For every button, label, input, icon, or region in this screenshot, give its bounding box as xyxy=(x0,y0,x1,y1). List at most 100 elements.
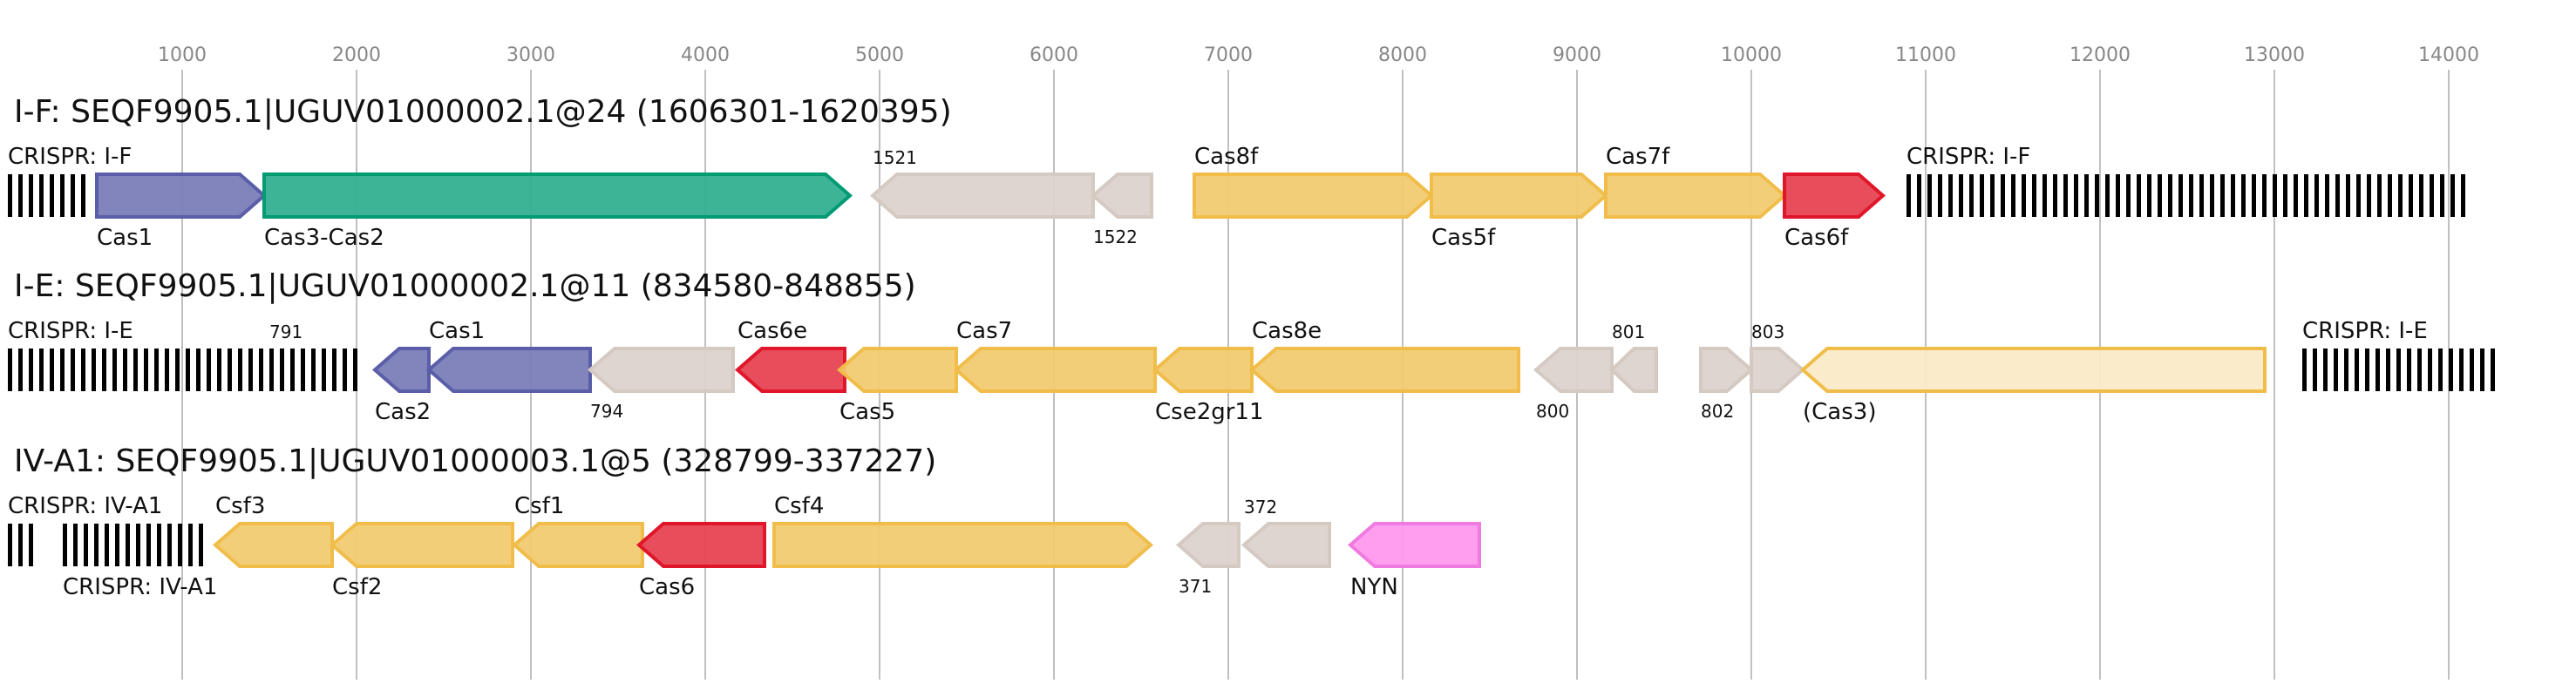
gene-label: Csf3 xyxy=(215,493,265,519)
crispr-repeat xyxy=(94,524,99,566)
crispr-label: CRISPR: I-F xyxy=(8,144,132,170)
crispr-repeat xyxy=(2105,174,2110,217)
crispr-repeat xyxy=(188,524,193,566)
crispr-label: CRISPR: I-E xyxy=(2302,318,2428,344)
crispr-repeat xyxy=(2314,174,2319,217)
crispr-repeat xyxy=(2356,174,2361,217)
crispr-repeat xyxy=(2210,174,2214,217)
axis-tick-label: 10000 xyxy=(1721,44,1782,66)
gene-arrow xyxy=(1090,173,1153,219)
crispr-repeat xyxy=(71,348,75,391)
gene-label: NYN xyxy=(1350,574,1398,600)
crispr-repeat xyxy=(157,524,161,566)
crispr-repeat xyxy=(175,348,180,391)
crispr-label: CRISPR: IV-A1 xyxy=(63,574,217,600)
axis-tick-label: 6000 xyxy=(1030,44,1078,66)
gene-label: 801 xyxy=(1612,321,1645,342)
gene: 371 xyxy=(1175,522,1240,597)
gene-arrow xyxy=(587,347,735,393)
crispr-repeat xyxy=(259,348,263,391)
crispr-repeat xyxy=(301,348,305,391)
gene-arrow xyxy=(329,522,514,568)
gene: 803 xyxy=(1750,321,1806,393)
crispr-repeat xyxy=(81,174,85,217)
crispr-repeat xyxy=(2294,174,2298,217)
gene-label: Csf2 xyxy=(332,574,382,600)
gene-label: Cas3-Cas2 xyxy=(264,225,384,251)
crispr-repeat xyxy=(8,524,12,566)
crispr-repeat xyxy=(2241,174,2246,217)
crispr-repeat xyxy=(2365,348,2369,391)
gene-arrow xyxy=(371,347,431,393)
crispr-array: CRISPR: I-E xyxy=(2302,318,2495,391)
crispr-repeat xyxy=(29,348,33,391)
crispr-repeat xyxy=(2252,174,2256,217)
gene-arrow xyxy=(1533,347,1614,393)
crispr-repeat xyxy=(81,348,85,391)
crispr-repeat xyxy=(332,348,336,391)
gene: Cas7 xyxy=(953,318,1157,393)
crispr-array: CRISPR: IV-A1 xyxy=(63,524,217,600)
crispr-repeat xyxy=(2137,174,2141,217)
axis-tick-label: 14000 xyxy=(2418,44,2479,66)
gene-arrow xyxy=(511,522,644,568)
crispr-repeat xyxy=(2189,174,2193,217)
axis-tick-label: 4000 xyxy=(681,44,730,66)
gene-label: 794 xyxy=(590,401,623,422)
crispr-repeat xyxy=(50,174,54,217)
gene-arrow xyxy=(772,522,1154,568)
locus-row: I-E: SEQF9905.1|UGUV01000002.1@11 (83458… xyxy=(8,268,2495,425)
crispr-repeat xyxy=(2063,174,2068,217)
gene-label: Csf4 xyxy=(774,493,824,519)
crispr-repeat xyxy=(1980,174,1984,217)
crispr-repeat xyxy=(8,348,12,391)
gene: Cse2gr11 xyxy=(1152,347,1264,425)
crispr-repeat xyxy=(2367,174,2371,217)
crispr-repeat xyxy=(248,348,253,391)
crispr-repeat xyxy=(102,348,106,391)
crispr-repeat xyxy=(2168,174,2172,217)
crispr-repeat xyxy=(2074,174,2078,217)
gene: 372 xyxy=(1240,497,1331,568)
crispr-repeat xyxy=(2344,348,2348,391)
crispr-repeat xyxy=(2262,174,2267,217)
crispr-repeat xyxy=(50,348,54,391)
gene: Cas6 xyxy=(636,522,766,600)
gene: 1521 xyxy=(869,147,1095,219)
gene-label: Cse2gr11 xyxy=(1155,399,1264,425)
crispr-repeat xyxy=(60,348,65,391)
gene-label: 372 xyxy=(1244,497,1277,518)
gene-arrow xyxy=(1699,347,1755,393)
gene: 801 xyxy=(1609,321,1658,393)
gene-label: Cas1 xyxy=(429,318,485,344)
crispr-repeat xyxy=(154,348,159,391)
gene-label: Cas1 xyxy=(97,225,153,251)
crispr-repeat xyxy=(18,174,23,217)
crispr-repeat xyxy=(2001,174,2005,217)
crispr-repeat xyxy=(2355,348,2359,391)
axis-tick-label: 11000 xyxy=(1895,44,1956,66)
gene-label: 371 xyxy=(1179,576,1212,597)
crispr-repeat xyxy=(2116,174,2120,217)
crispr-repeat xyxy=(343,348,347,391)
gene: Cas8f xyxy=(1193,144,1435,219)
crispr-repeat xyxy=(2409,174,2413,217)
crispr-repeat xyxy=(2440,174,2444,217)
crispr-repeat xyxy=(2313,348,2317,391)
crispr-array: CRISPR: I-F xyxy=(8,144,132,217)
gene-arrow xyxy=(425,347,592,393)
gene-label: 1521 xyxy=(873,147,917,168)
crispr-repeat xyxy=(2053,174,2057,217)
crispr-repeat xyxy=(269,348,274,391)
crispr-repeat xyxy=(2158,174,2162,217)
crispr-repeat xyxy=(2022,174,2026,217)
gene-arrow xyxy=(1193,173,1435,219)
gene-arrow xyxy=(1604,173,1788,219)
crispr-repeat xyxy=(196,348,201,391)
gene: (Cas3) xyxy=(1799,347,2267,425)
crispr-repeat xyxy=(217,348,221,391)
crispr-repeat xyxy=(2199,174,2204,217)
crispr-repeat xyxy=(144,348,148,391)
gene: 800 xyxy=(1533,347,1614,422)
gene-arrow xyxy=(636,522,766,568)
